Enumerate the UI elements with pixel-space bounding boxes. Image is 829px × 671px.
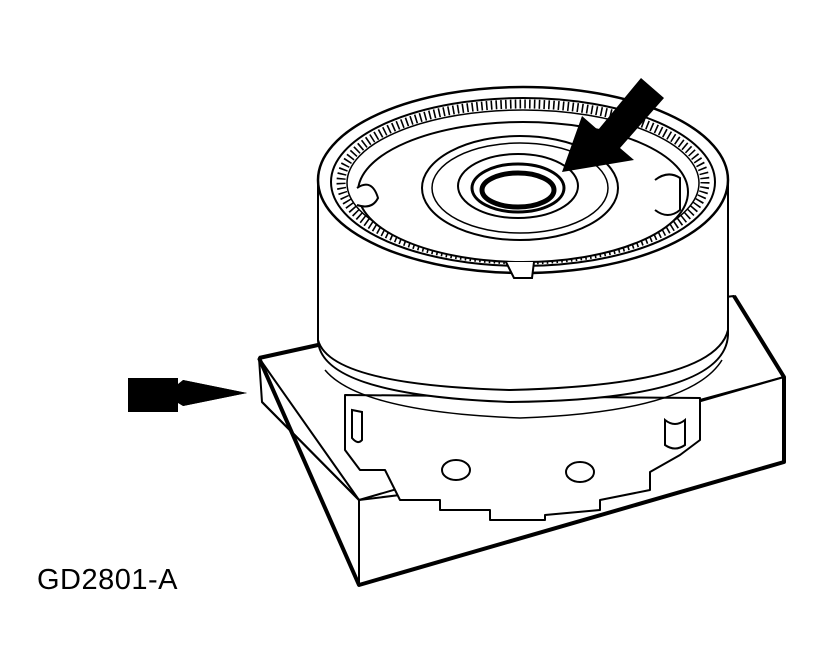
hub-hole-1 <box>441 459 471 481</box>
hub-hole-2 <box>565 461 595 483</box>
drum-lower-hub <box>344 394 701 521</box>
clutch-drum <box>316 85 730 521</box>
block-arrow-icon <box>128 378 247 412</box>
drum-bottom-rim <box>317 329 729 392</box>
pointer-arrow-icon <box>562 78 664 172</box>
hub-ring-mid <box>431 142 609 234</box>
figure-code-label: GD2801-A <box>37 564 179 596</box>
hub-ring-inner <box>457 153 579 219</box>
hub-ring-outer <box>421 135 619 241</box>
block-outline <box>257 294 786 587</box>
